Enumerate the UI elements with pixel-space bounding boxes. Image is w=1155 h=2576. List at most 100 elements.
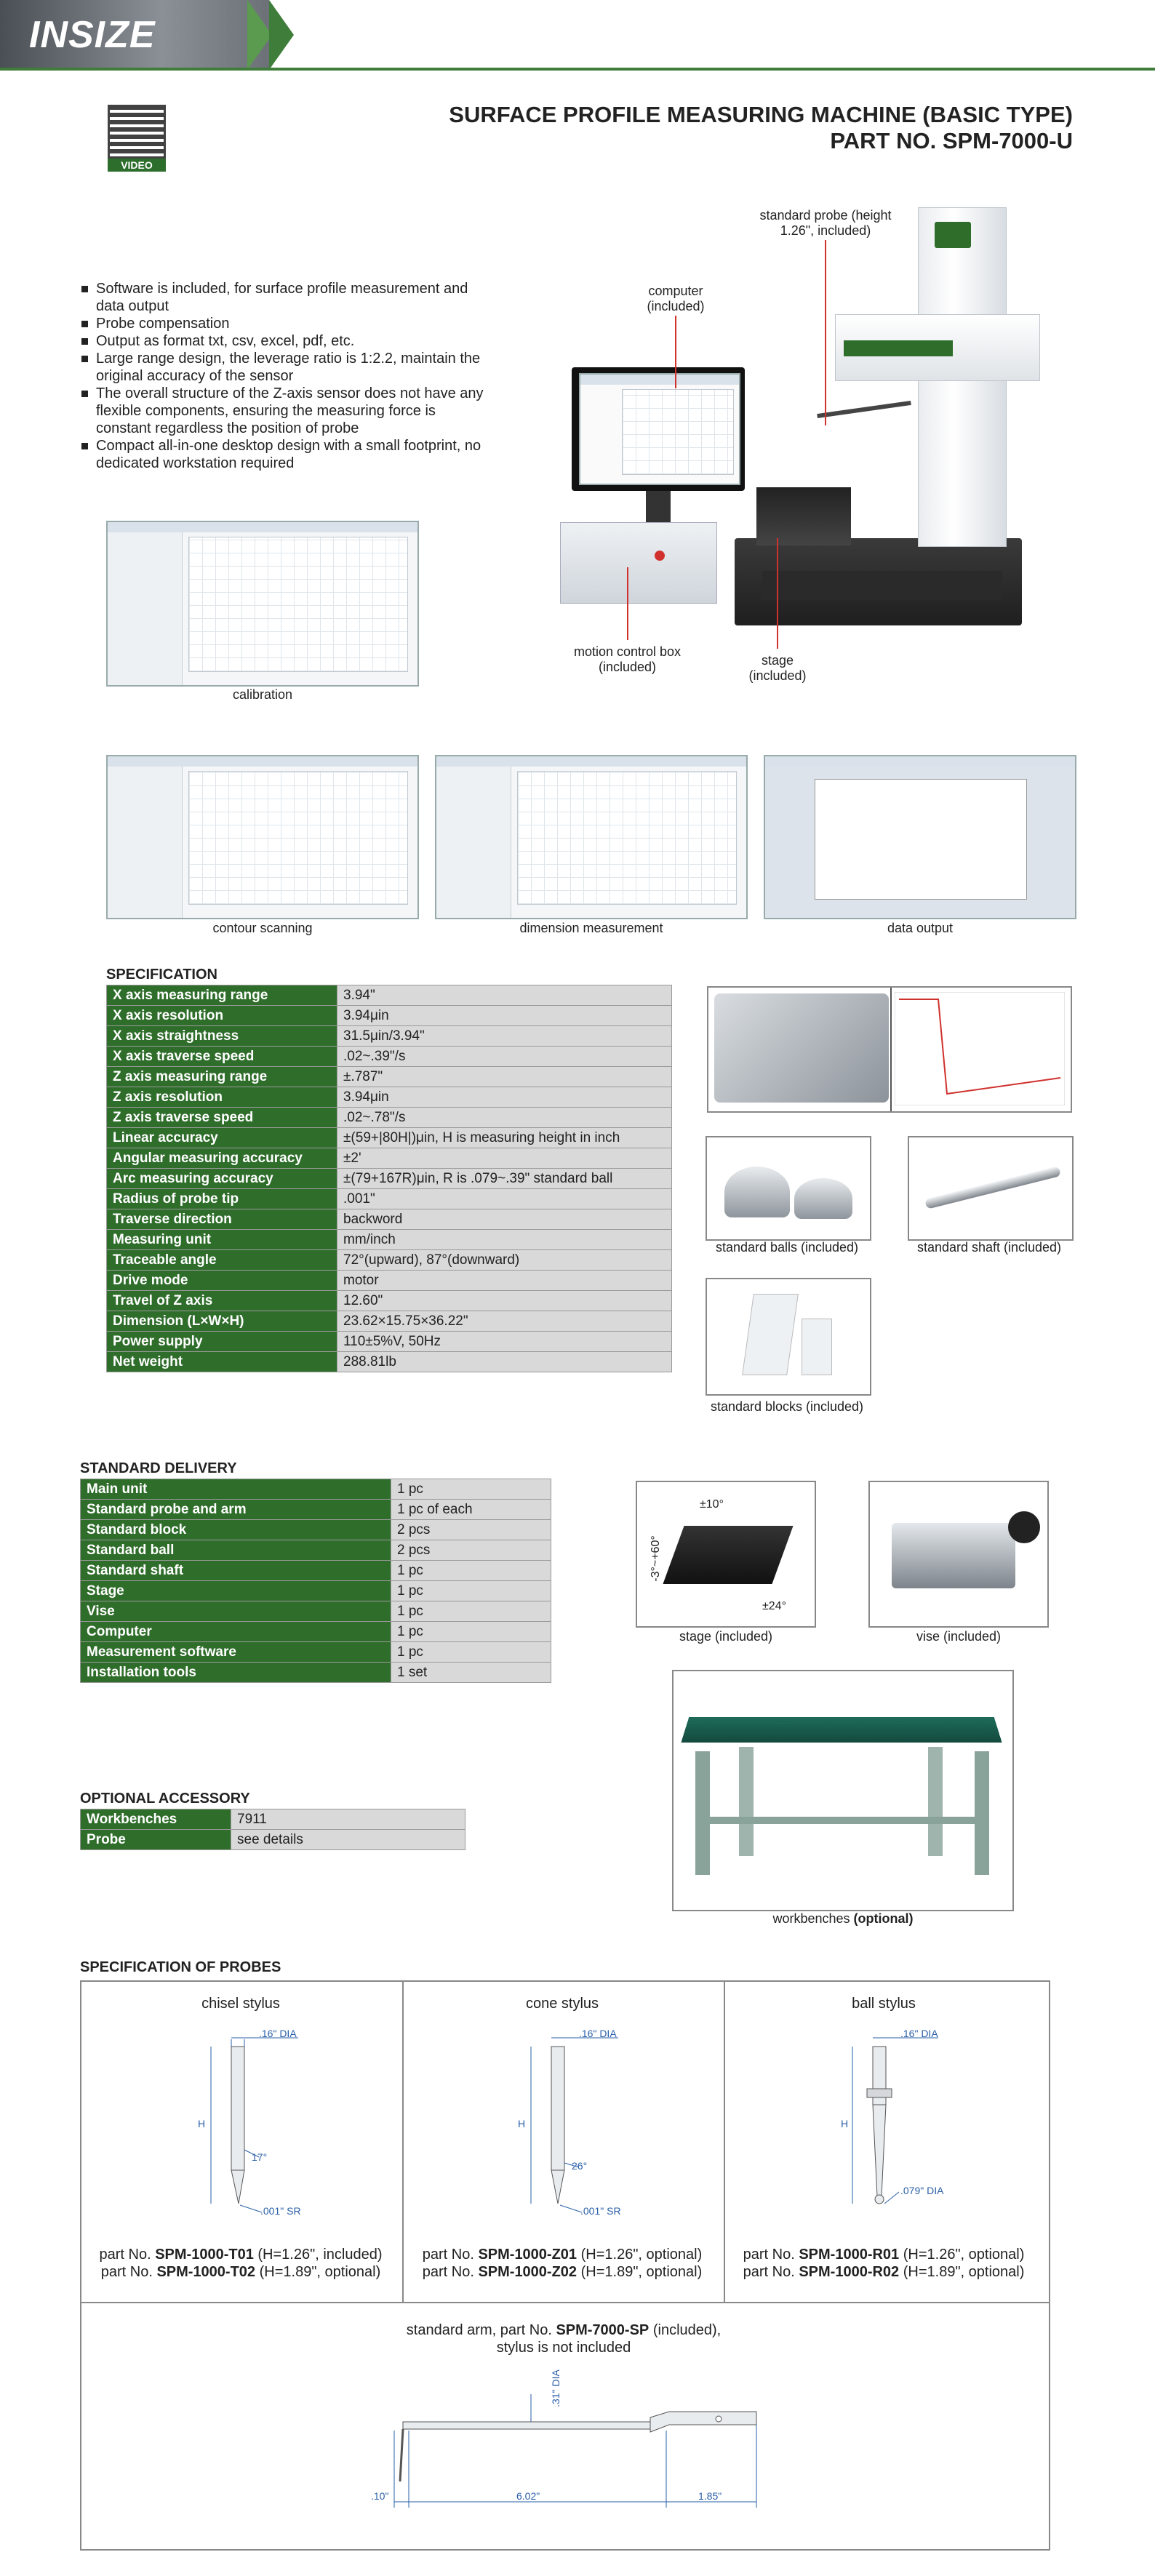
part-number: SPM-1000-T02 [156, 2264, 256, 2280]
monitor-screen [579, 373, 740, 485]
workbench-caption: workbenches (optional) [672, 1911, 1014, 1927]
delivery-row-value: 1 pc [391, 1621, 551, 1642]
stage-block [756, 487, 851, 545]
probes-title: SPECIFICATION OF PROBES [80, 1959, 281, 1975]
page-title: SURFACE PROFILE MEASURING MACHINE (BASIC… [449, 102, 1073, 127]
spec-row-key: Radius of probe tip [106, 1188, 337, 1209]
spec-row-value: ±(79+167R)μin, R is .079~.39" standard b… [337, 1168, 672, 1189]
spec-row: Dimension (L×W×H)23.62×15.75×36.22" [106, 1311, 672, 1332]
calibration-caption: calibration [232, 687, 293, 702]
header-stripe [269, 0, 294, 70]
delivery-row-key: Standard probe and arm [80, 1499, 391, 1520]
part-suffix: (H=1.89", optional) [577, 2264, 703, 2280]
stage-angle-label: ±24° [762, 1600, 786, 1612]
spec-row-key: Measuring unit [106, 1229, 337, 1250]
spec-row-value: 3.94" [337, 985, 672, 1006]
spec-row-key: Traceable angle [106, 1249, 337, 1271]
spec-row: Linear accuracy±(59+|80H|)μin, H is meas… [106, 1127, 672, 1148]
data-output-caption: data output [887, 921, 954, 935]
carriage-label-plate [844, 340, 953, 356]
standard-shaft-photo [908, 1136, 1074, 1241]
stage-photo: ±10° -3°~+60° ±24° [636, 1481, 816, 1628]
spec-row-value: 110±5%V, 50Hz [337, 1331, 672, 1352]
cone-tip-label: .001" SR [580, 2205, 621, 2217]
spec-row-value: 288.81lb [337, 1351, 672, 1372]
spec-row-key: X axis measuring range [106, 985, 337, 1006]
feature-item: Software is included, for surface profil… [80, 280, 487, 315]
chisel-h-label: H [198, 2118, 206, 2129]
spec-row-key: X axis resolution [106, 1005, 337, 1026]
ball-h-label: H [841, 2118, 849, 2129]
delivery-row-value: 1 pc of each [391, 1499, 551, 1520]
chisel-stylus-drawing [210, 2037, 298, 2213]
spec-row: Z axis measuring range±.787" [106, 1066, 672, 1087]
spec-row-key: Travel of Z axis [106, 1290, 337, 1311]
callout-motion-control: motion control box (included) [573, 644, 682, 674]
spec-row-value: 31.5μin/3.94" [337, 1025, 672, 1047]
part-prefix: part No. [422, 2264, 479, 2280]
delivery-row-value: 1 pc [391, 1641, 551, 1663]
part-number: SPM-1000-Z01 [478, 2247, 578, 2263]
spec-row-value: mm/inch [337, 1229, 672, 1250]
brand-logo[interactable]: INSIZE [29, 14, 156, 56]
motion-control-box [560, 522, 717, 604]
ball-stylus-title: ball stylus [852, 1996, 916, 2012]
part-prefix: part No. [743, 2247, 799, 2263]
spec-row-key: Z axis measuring range [106, 1066, 337, 1087]
arm-dim-2: 6.02" [516, 2490, 540, 2502]
chisel-tip-label: .001" SR [260, 2205, 301, 2217]
spec-row-value: 23.62×15.75×36.22" [337, 1311, 672, 1332]
delivery-row-key: Standard shaft [80, 1560, 391, 1581]
cone-dia-label: .16" DIA [579, 2028, 617, 2039]
data-output-screenshot [764, 755, 1076, 919]
part-number: SPM-1000-Z02 [478, 2264, 578, 2280]
stage-caption: stage (included) [679, 1629, 773, 1644]
standard-blocks-photo [706, 1278, 871, 1396]
optional-row-key: Probe [80, 1829, 231, 1850]
chisel-stylus-title: chisel stylus [201, 1996, 280, 2012]
granite-top [762, 571, 1002, 600]
delivery-row-key: Standard block [80, 1519, 391, 1540]
callout-standard-probe: standard probe (height 1.26", included) [759, 208, 892, 238]
ball-tip-label: .079" DIA [900, 2185, 944, 2196]
qr-code-icon[interactable] [108, 105, 166, 163]
optional-accessory-title: OPTIONAL ACCESSORY [80, 1791, 250, 1807]
feature-item: Probe compensation [80, 315, 487, 332]
delivery-row-value: 1 pc [391, 1479, 551, 1500]
profile-graph [895, 992, 1065, 1105]
standard-balls-photo [706, 1136, 871, 1241]
spec-row-key: Net weight [106, 1351, 337, 1372]
callout-stage: stage (included) [748, 653, 807, 683]
delivery-row-value: 2 pcs [391, 1540, 551, 1561]
part-number: SPM-1000-T01 [155, 2247, 254, 2263]
delivery-row-key: Main unit [80, 1479, 391, 1500]
probe-measurement-photo [707, 986, 1072, 1113]
stage-angle-label: ±10° [700, 1498, 724, 1511]
part-prefix: part No. [99, 2247, 156, 2263]
arm-dia-label: .31" DIA [549, 2369, 561, 2407]
feature-item: Output as format txt, csv, excel, pdf, e… [80, 332, 487, 350]
feature-item: Large range design, the leverage ratio i… [80, 350, 487, 385]
workbench-caption-text: workbenches [772, 1911, 854, 1926]
header-divider [0, 68, 1155, 71]
contour-scanning-caption: contour scanning [212, 921, 313, 935]
part-number: SPM-1000-R02 [799, 2264, 900, 2280]
